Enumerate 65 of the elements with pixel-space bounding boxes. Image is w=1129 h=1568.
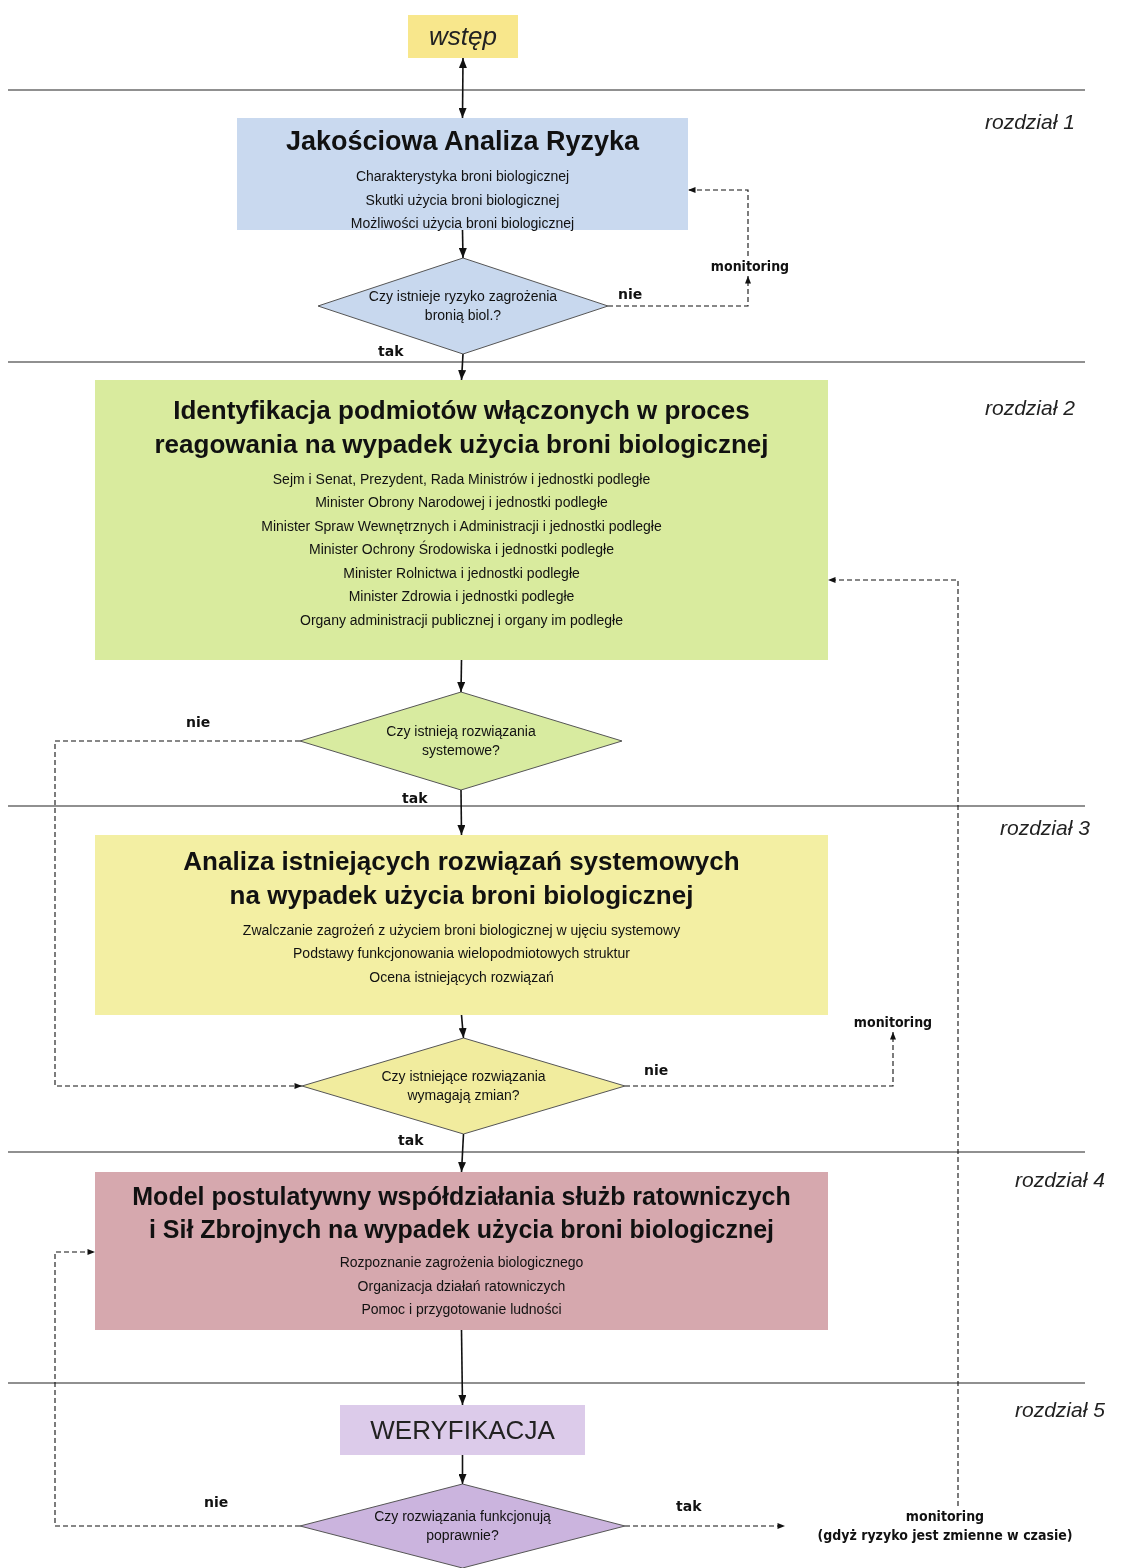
list-item: Rozpoznanie zagrożenia biologicznego [339, 1253, 584, 1272]
list-item: Charakterystyka broni biologicznej [355, 167, 570, 187]
process-box [95, 380, 828, 660]
stage-box [408, 15, 518, 58]
stage-label: wstęp [429, 21, 497, 52]
process-box [95, 835, 828, 1015]
list-item: Skutki użycia broni biologicznej [365, 190, 560, 210]
monitoring-note: monitoring [905, 1507, 985, 1526]
list-item: Możliwości użycia broni biologicznej [350, 214, 575, 234]
arrow [458, 1014, 467, 1039]
decision-question: Czy rozwiązania funkcjonują poprawnie? [373, 1507, 552, 1545]
list-item: Pomoc i przygotowanie ludności [361, 1300, 562, 1319]
chapter-label: rozdział 2 [985, 396, 1075, 420]
stage-label: WERYFIKACJA [370, 1414, 555, 1446]
list-item: Minister Spraw Wewnętrznych i Administracji i jednostki podległe [261, 516, 662, 536]
edge-label: tak [398, 1132, 424, 1148]
process-box [237, 118, 688, 230]
arrow [458, 1454, 467, 1485]
list-item: Minister Rolnictwa i jednostki podległe [343, 563, 580, 583]
box-title: Model postulatywny współdziałania służb ratowniczych i Sił Zbrojnych na wypadek użycia broni biologicznej [131, 1181, 792, 1245]
arrow [458, 229, 467, 259]
box-title: Analiza istniejących rozwiązań systemowych na wypadek użycia broni biologicznej [182, 845, 741, 912]
decision-question: Czy istniejące rozwiązania wymagają zmian? [380, 1067, 547, 1105]
edge-label: tak [676, 1498, 702, 1514]
arrow [457, 659, 466, 693]
list-item: Ocena istniejących rozwiązań [369, 967, 554, 987]
list-item: Organizacja działań ratowniczych [357, 1276, 566, 1296]
monitoring-note: (gdyż ryzyko jest zmienne w czasie) [817, 1526, 1073, 1545]
edge-label: nie [186, 714, 211, 730]
chapter-label: rozdział 5 [1015, 1398, 1105, 1422]
chapter-label: rozdział 3 [1000, 816, 1090, 840]
arrow [624, 1523, 786, 1529]
arrow [457, 789, 466, 836]
box-title: Identyfikacja podmiotów włączonych w proces reagowania na wypadek użycia broni biologicznej [153, 394, 770, 461]
list-item: Zwalczanie zagrożeń z użyciem broni biologicznej w ujęciu systemowy [242, 920, 681, 940]
edge-label: nie [644, 1062, 669, 1078]
list-item: Minister Obrony Narodowej i jednostki podległe [315, 493, 608, 513]
arrow [827, 577, 959, 1507]
monitoring-note: monitoring [853, 1012, 933, 1032]
chapter-label: rozdział 4 [1015, 1168, 1105, 1192]
arrow [458, 57, 467, 119]
list-item: Sejm i Senat, Prezydent, Rada Ministrów i jednostki podległe [272, 469, 651, 489]
arrow [624, 1031, 896, 1087]
edge-label: tak [378, 343, 404, 359]
edge-label: nie [204, 1494, 229, 1510]
monitoring-note: monitoring [710, 256, 790, 276]
arrow [458, 353, 467, 381]
arrow [458, 1329, 467, 1406]
box-title: Jakościowa Analiza Ryzyka [284, 125, 641, 158]
list-item: Minister Zdrowia i jednostki podległe [348, 587, 575, 607]
arrow [607, 275, 751, 307]
arrow [54, 1249, 301, 1527]
process-box [95, 1172, 828, 1330]
list-item: Organy administracji publicznej i organy im podległe [300, 610, 623, 630]
chapter-label: rozdział 1 [985, 110, 1075, 134]
decision-question: Czy istnieją rozwiązania systemowe? [385, 722, 537, 760]
decision-question: Czy istnieje ryzyko zagrożenia bronią biol.? [368, 287, 558, 325]
list-item: Minister Ochrony Środowiska i jednostki podległe [308, 539, 614, 560]
stage-box [340, 1405, 585, 1455]
arrow [54, 740, 303, 1089]
list-item: Podstawy funkcjonowania wielopodmiotowych struktur [293, 944, 630, 964]
edge-label: tak [402, 790, 428, 806]
arrow [458, 1133, 466, 1173]
edge-label: nie [618, 286, 643, 302]
arrow [687, 187, 749, 257]
